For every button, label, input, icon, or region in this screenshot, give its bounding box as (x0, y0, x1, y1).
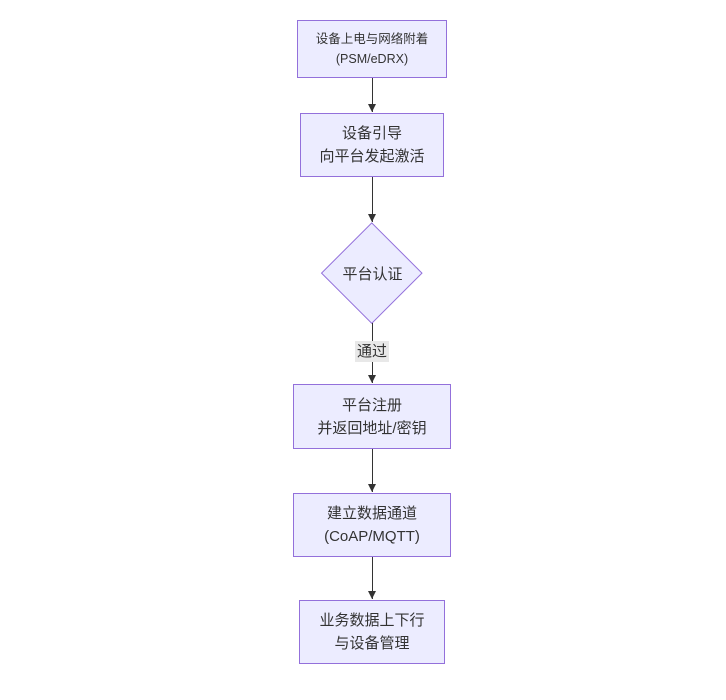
node-platform-register-line1: 平台注册 (341, 396, 402, 414)
arrow-bootstrap-to-auth (349, 177, 395, 222)
node-power-attach-line2: (PSM/eDRX) (335, 52, 409, 66)
edge-label-pass: 通过 (348, 341, 396, 362)
arrow-line (371, 557, 373, 599)
arrowhead-down-icon (367, 104, 376, 112)
arrowhead-down-icon (367, 214, 376, 222)
node-platform-register-line2: 并返回地址/密钥 (317, 419, 427, 437)
node-platform-register: 平台注册 并返回地址/密钥 (293, 384, 451, 449)
arrow-line (371, 177, 373, 222)
node-business-data: 业务数据上下行 与设备管理 (299, 600, 445, 664)
arrow-line (371, 78, 373, 112)
node-power-attach: 设备上电与网络附着 (PSM/eDRX) (297, 20, 447, 78)
arrow-power-to-bootstrap (349, 78, 395, 112)
arrow-register-to-channel (349, 449, 395, 492)
decision-platform-auth-label: 平台认证 (342, 265, 403, 283)
arrow-line (371, 449, 373, 492)
node-data-channel-line2: (CoAP/MQTT) (324, 528, 420, 545)
edge-label-pass-text: 通过 (354, 341, 389, 362)
arrowhead-down-icon (367, 591, 376, 599)
arrowhead-down-icon (367, 484, 376, 492)
node-bootstrap-line1: 设备引导 (341, 125, 402, 142)
node-data-channel-line1: 建立数据通道 (326, 505, 417, 522)
arrowhead-down-icon (367, 375, 376, 383)
node-power-attach-line1: 设备上电与网络附着 (315, 32, 429, 46)
arrow-channel-to-business (349, 557, 395, 599)
node-business-data-line2: 与设备管理 (334, 635, 410, 652)
node-bootstrap-line2: 向平台发起激活 (319, 148, 425, 165)
node-data-channel: 建立数据通道 (CoAP/MQTT) (293, 493, 451, 557)
node-bootstrap: 设备引导 向平台发起激活 (300, 113, 444, 177)
decision-platform-auth: 平台认证 (322, 223, 423, 323)
node-business-data-line1: 业务数据上下行 (319, 612, 425, 629)
